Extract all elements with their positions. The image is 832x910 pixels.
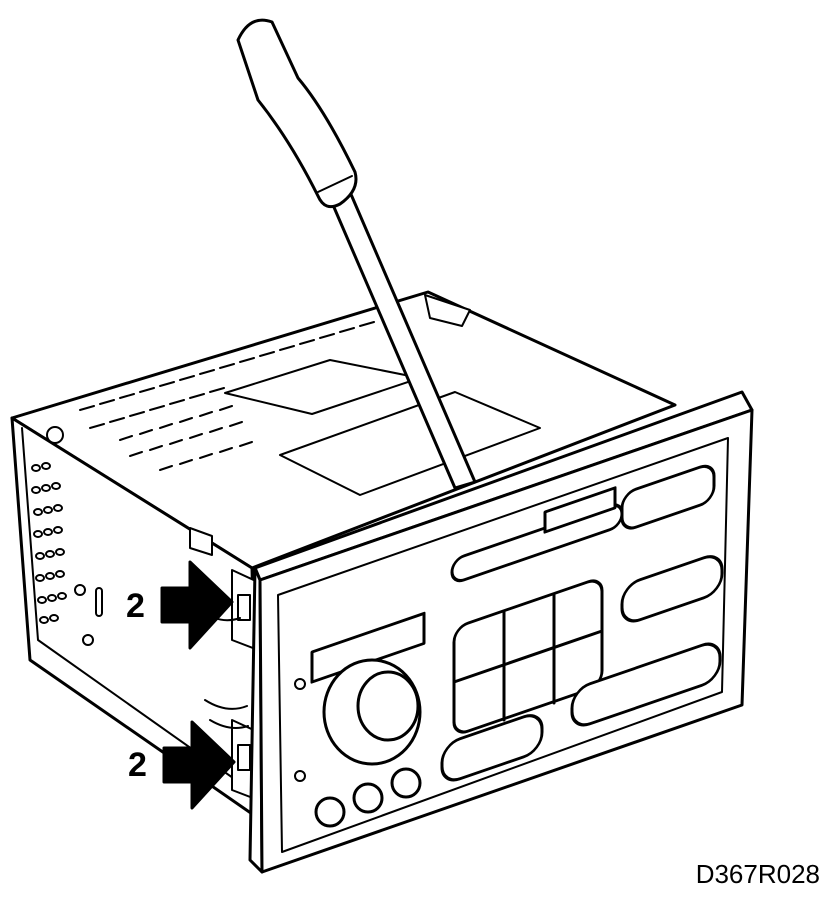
lower-right-button — [570, 642, 722, 727]
volume-knob — [322, 658, 422, 766]
radio-faceplate — [248, 390, 754, 874]
side-holes — [31, 462, 103, 646]
arrow-lower-clip — [162, 720, 236, 810]
callout-label-upper: 2 — [126, 587, 145, 625]
screwdriver — [236, 18, 477, 490]
radio-chassis — [10, 290, 677, 820]
eject-button — [620, 464, 716, 530]
vent-slots — [79, 321, 375, 471]
figure-code: D367R028 — [695, 859, 820, 889]
arrow-upper-clip — [160, 560, 234, 650]
lower-left-button — [440, 714, 544, 782]
round-buttons — [314, 767, 422, 828]
preset-keypad — [452, 579, 604, 734]
callout-label-lower: 2 — [128, 746, 147, 784]
upper-slot — [543, 486, 617, 534]
seek-button — [620, 555, 724, 623]
